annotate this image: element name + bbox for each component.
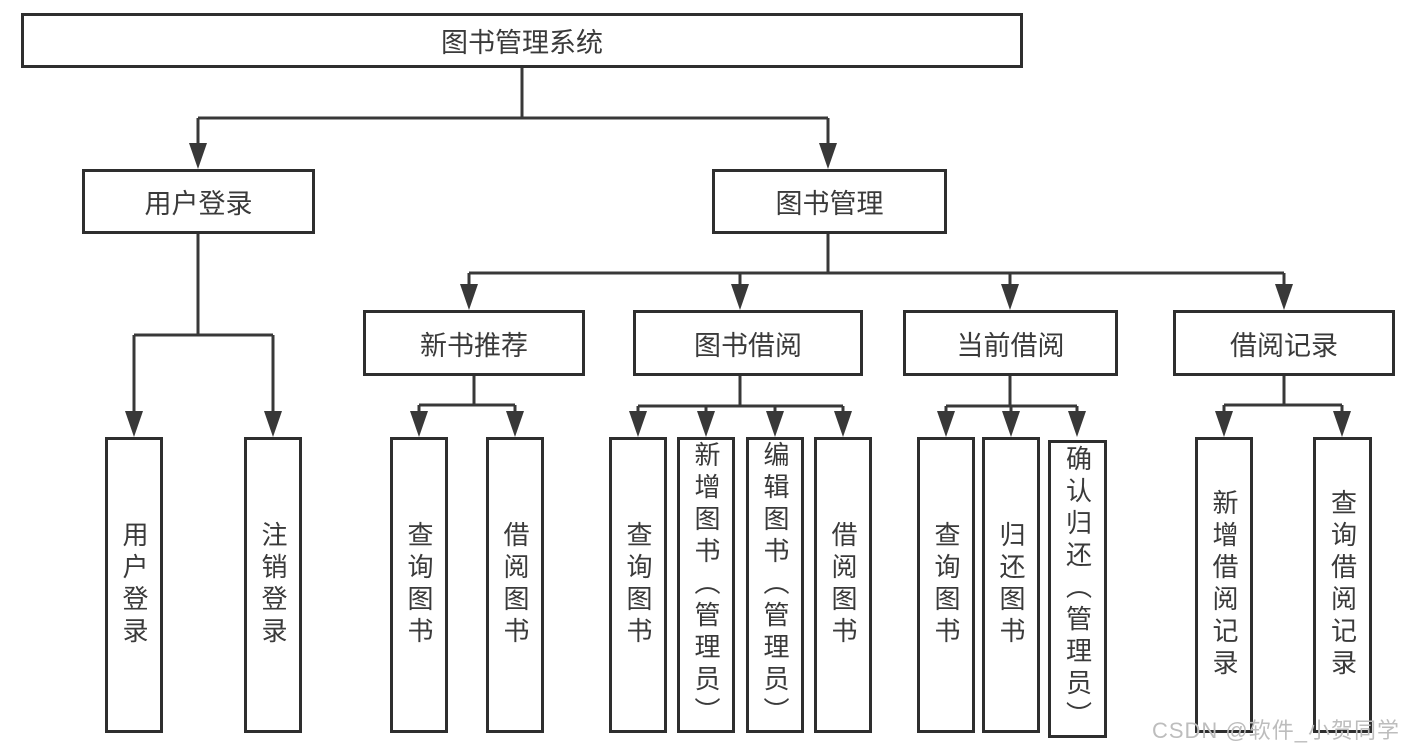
leaf-borrow-books-recommend: 借阅图书 xyxy=(486,437,544,733)
leaf-query-borrow-record: 查询借阅记录 xyxy=(1313,437,1372,733)
leaf-add-borrow-record: 新增借阅记录 xyxy=(1195,437,1253,733)
leaf-query-books-borrowing: 查询图书 xyxy=(609,437,667,733)
leaf-user-login: 用户登录 xyxy=(105,437,163,733)
leaf-query-books-current: 查询图书 xyxy=(917,437,975,733)
leaf-add-books-admin: 新增图书（管理员） xyxy=(677,437,735,733)
node-book-management: 图书管理 xyxy=(712,169,947,234)
leaf-query-books-recommend: 查询图书 xyxy=(390,437,448,733)
node-borrowing-records: 借阅记录 xyxy=(1173,310,1395,376)
node-book-borrowing: 图书借阅 xyxy=(633,310,863,376)
node-new-book-recommend: 新书推荐 xyxy=(363,310,585,376)
arrowheads xyxy=(125,143,1351,437)
leaf-confirm-return-admin: 确认归还（管理员） xyxy=(1048,440,1107,738)
node-current-borrowing: 当前借阅 xyxy=(903,310,1118,376)
leaf-logout: 注销登录 xyxy=(244,437,302,733)
node-user-login: 用户登录 xyxy=(82,169,315,234)
leaf-edit-books-admin: 编辑图书（管理员） xyxy=(746,437,804,733)
leaf-borrow-books: 借阅图书 xyxy=(814,437,872,733)
node-root-system: 图书管理系统 xyxy=(21,13,1023,68)
watermark: CSDN @软件_小贺同学 xyxy=(1151,718,1400,743)
leaf-return-books: 归还图书 xyxy=(982,437,1040,733)
